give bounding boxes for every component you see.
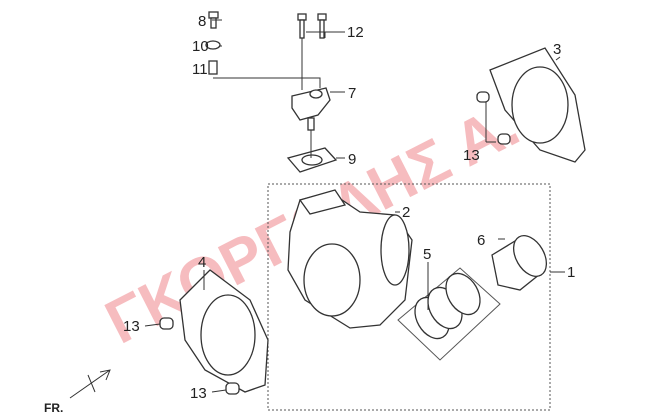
bolt-8[interactable] (208, 11, 219, 29)
callout-10: 10 (192, 38, 209, 55)
callout-12: 12 (347, 24, 364, 41)
front-direction-arrow-icon (69, 369, 111, 399)
gasket-3[interactable] (489, 47, 586, 163)
gasket-4[interactable] (179, 269, 269, 393)
cylinder-2[interactable] (287, 189, 413, 329)
callout-5: 5 (423, 246, 431, 263)
tensioner-7[interactable] (291, 87, 331, 131)
callout-7: 7 (348, 85, 356, 102)
callout-2: 2 (402, 204, 410, 221)
callout-9: 9 (348, 151, 356, 168)
assembly-box (267, 183, 551, 411)
dowel-13c[interactable] (159, 317, 174, 330)
callout-11: 11 (192, 61, 208, 78)
callout-8: 8 (198, 13, 206, 30)
piston-6[interactable] (491, 230, 553, 291)
dowel-13b[interactable] (497, 133, 511, 145)
callout-13-bottom: 13 (190, 385, 207, 402)
bolts-12[interactable] (297, 13, 327, 39)
callout-6: 6 (477, 232, 485, 249)
callout-13-right: 13 (463, 147, 480, 164)
washer-10[interactable] (205, 40, 221, 50)
callout-13-left: 13 (123, 318, 140, 335)
dowel-13d[interactable] (225, 382, 240, 395)
callout-3: 3 (553, 41, 561, 58)
dowel-13a[interactable] (476, 91, 490, 103)
ring-set-box (397, 267, 501, 361)
front-direction-label: FR. (44, 401, 63, 415)
piston-rings-5[interactable] (408, 267, 487, 344)
callout-4: 4 (198, 254, 206, 271)
callout-1: 1 (567, 264, 575, 281)
sensor-11[interactable] (208, 60, 218, 75)
leader-lines (144, 19, 565, 393)
